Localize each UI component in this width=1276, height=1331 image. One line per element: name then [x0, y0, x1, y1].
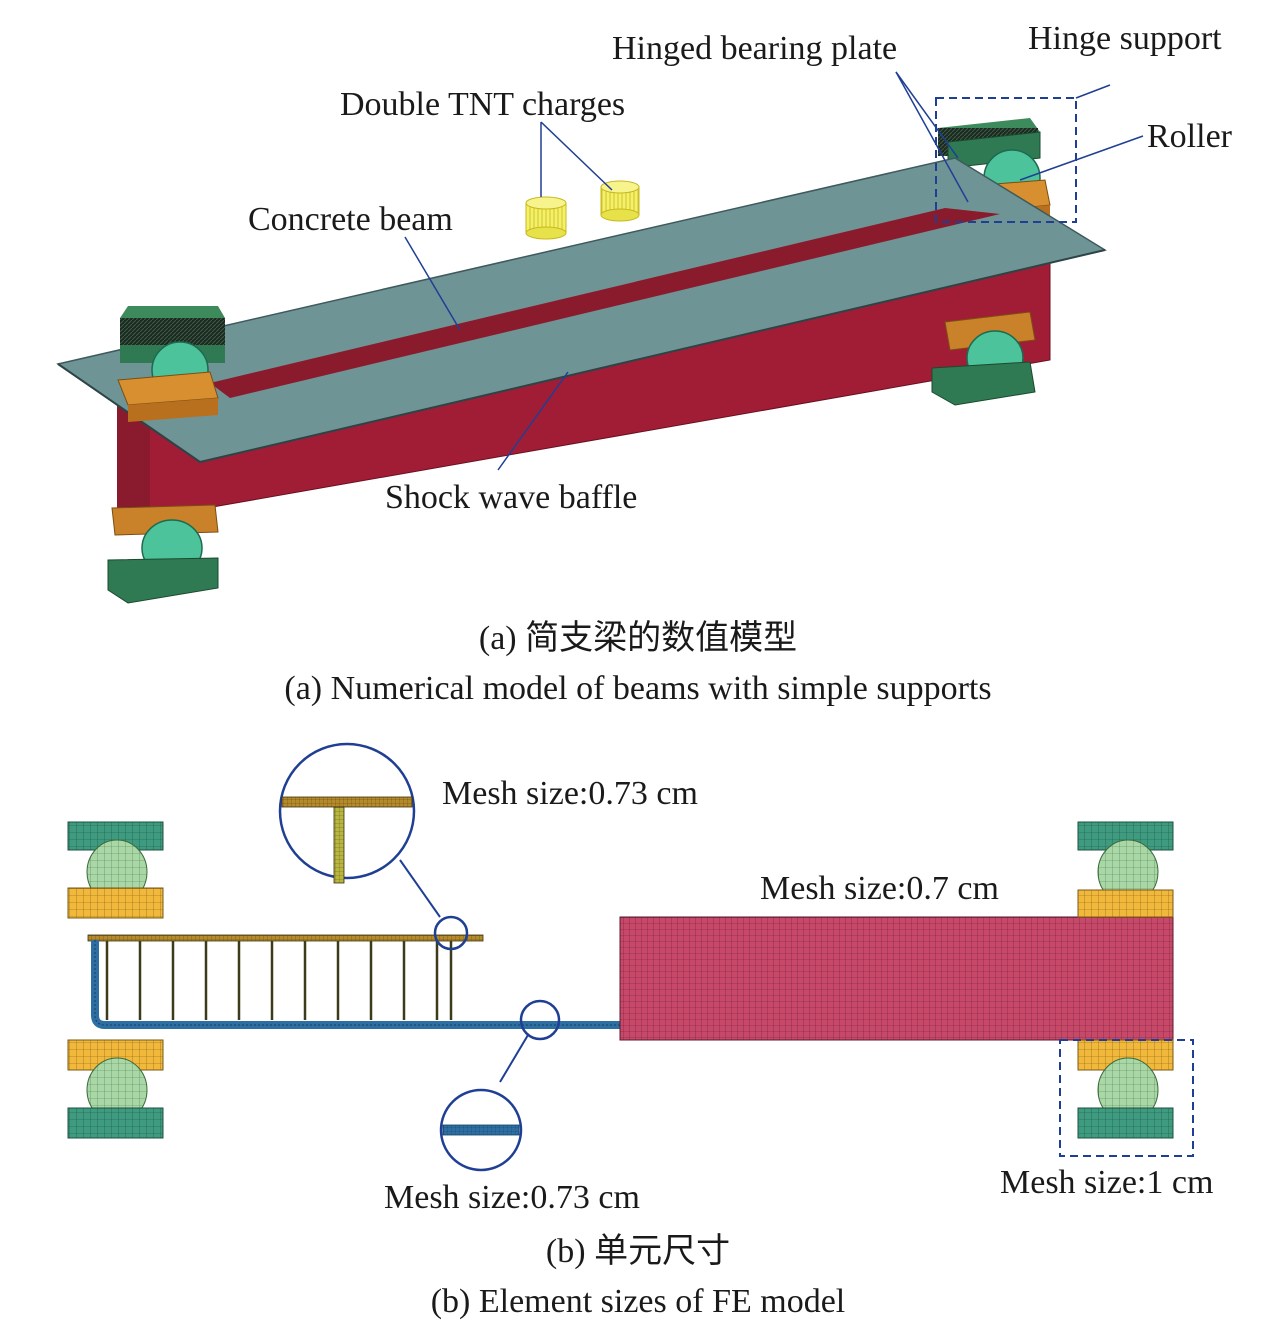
- concrete-beam-end-face: [117, 398, 150, 518]
- label-mesh-size-support: Mesh size:1 cm: [1000, 1164, 1214, 1201]
- right-bottom-support: [931, 311, 1036, 406]
- label-double-tnt-charges: Double TNT charges: [340, 86, 626, 123]
- left-bottom-support: [107, 504, 219, 604]
- fe-right-top-support: [1077, 821, 1174, 918]
- caption-a-chinese: (a) 简支梁的数值模型: [478, 620, 798, 657]
- top-rebar: [87, 934, 484, 942]
- tnt-charge-2: [600, 180, 640, 222]
- zoom-callout-top: [278, 742, 469, 951]
- panel-a-model: [56, 71, 1144, 604]
- fe-left-bottom-support: [67, 1039, 164, 1139]
- label-roller: Roller: [1147, 118, 1232, 155]
- label-concrete-beam: Concrete beam: [248, 201, 453, 238]
- fe-left-top-support: [67, 821, 164, 919]
- zoom-callout-bottom: [439, 999, 561, 1172]
- fe-concrete-mesh: [619, 916, 1174, 1041]
- beam-slot: [210, 208, 1000, 398]
- label-hinged-bearing-plate: Hinged bearing plate: [612, 30, 898, 67]
- tnt-charge-1: [525, 196, 567, 240]
- support-highlight-box: [1059, 1039, 1194, 1157]
- fe-reinforcement-cage: [87, 934, 622, 1029]
- fe-right-bottom-support: [1077, 1039, 1174, 1139]
- caption-b-chinese: (b) 单元尺寸: [545, 1233, 731, 1270]
- label-mesh-size-beam: Mesh size:0.7 cm: [760, 870, 999, 907]
- caption-a-english: (a) Numerical model of beams with simple…: [284, 670, 992, 707]
- caption-b-english: (b) Element sizes of FE model: [430, 1283, 846, 1320]
- label-shock-wave-baffle: Shock wave baffle: [385, 479, 638, 516]
- label-mesh-size-bottom: Mesh size:0.73 cm: [384, 1179, 640, 1216]
- panel-b-fe-model: [67, 742, 1194, 1172]
- label-hinge-support: Hinge support: [1028, 20, 1222, 57]
- panel-a-callouts: [404, 71, 1144, 471]
- left-top-support: [117, 306, 225, 422]
- label-mesh-size-top: Mesh size:0.73 cm: [442, 775, 698, 812]
